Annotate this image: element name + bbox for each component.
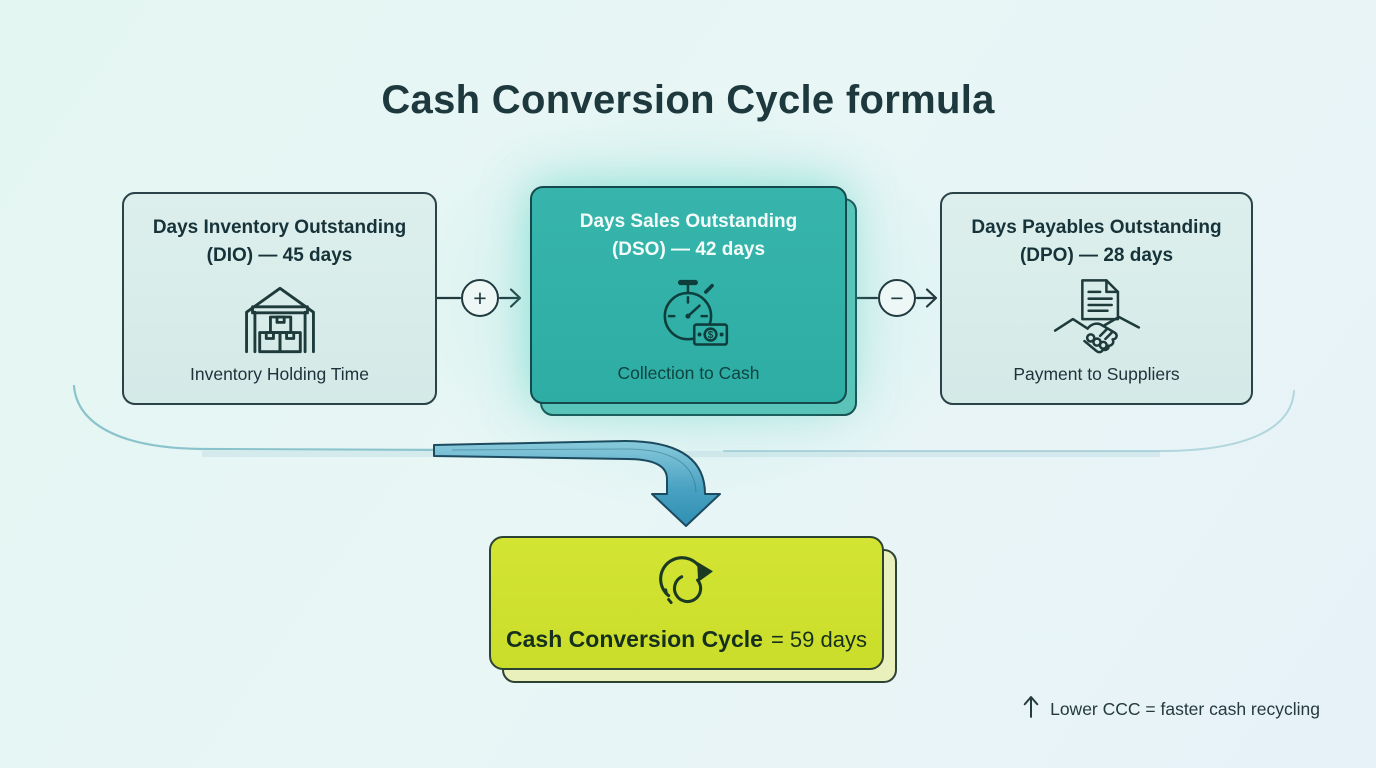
ccc-result-text: Cash Conversion Cycle = 59 days [506,626,867,653]
warehouse-icon [237,276,323,358]
plus-operator: + [461,279,499,317]
plus-connector-arrow [435,288,522,308]
plus-symbol: + [473,284,487,311]
minus-symbol: − [890,284,904,311]
footnote-text: Lower CCC = faster cash recycling [1050,698,1320,719]
footnote: Lower CCC = faster cash recycling [1022,694,1320,724]
dio-title: Days Inventory Outstanding (DIO) — 45 da… [153,214,406,269]
ccc-result-value: = 59 days [770,627,867,652]
dio-title-line1: Days Inventory Outstanding [152,217,407,238]
dpo-caption: Payment to Suppliers [1013,364,1180,384]
minus-operator: − [878,279,916,317]
stopwatch-cash-icon: $ [648,274,730,352]
cycle-refresh-icon [656,553,718,620]
ccc-result-box: Cash Conversion Cycle = 59 days [489,536,897,683]
dso-box: Days Sales Outstanding (DSO) — 42 days [530,186,857,416]
up-arrow-icon [1022,694,1040,724]
dio-box: Days Inventory Outstanding (DIO) — 45 da… [122,192,437,405]
dpo-title: Days Payables Outstanding (DPO) — 28 day… [971,214,1221,269]
dio-title-line2: (DIO) — 45 days [206,244,353,266]
dso-caption: Collection to Cash [617,363,760,383]
dso-title-line2: (DSO) — 42 days [611,238,766,260]
handshake-document-icon [1052,277,1142,357]
dio-caption: Inventory Holding Time [190,364,369,384]
dpo-box: Days Payables Outstanding (DPO) — 28 day… [940,192,1253,405]
svg-text:$: $ [707,330,713,341]
page-title: Cash Conversion Cycle formula [381,78,995,122]
swoosh-arrow [72,384,1295,527]
dso-title: Days Sales Outstanding (DSO) — 42 days [580,208,798,263]
ccc-result-title: Cash Conversion Cycle [506,626,763,652]
dpo-title-line1: Days Payables Outstanding [971,217,1222,238]
dpo-title-line2: (DPO) — 28 days [1019,244,1174,266]
dso-title-line1: Days Sales Outstanding [579,211,798,232]
